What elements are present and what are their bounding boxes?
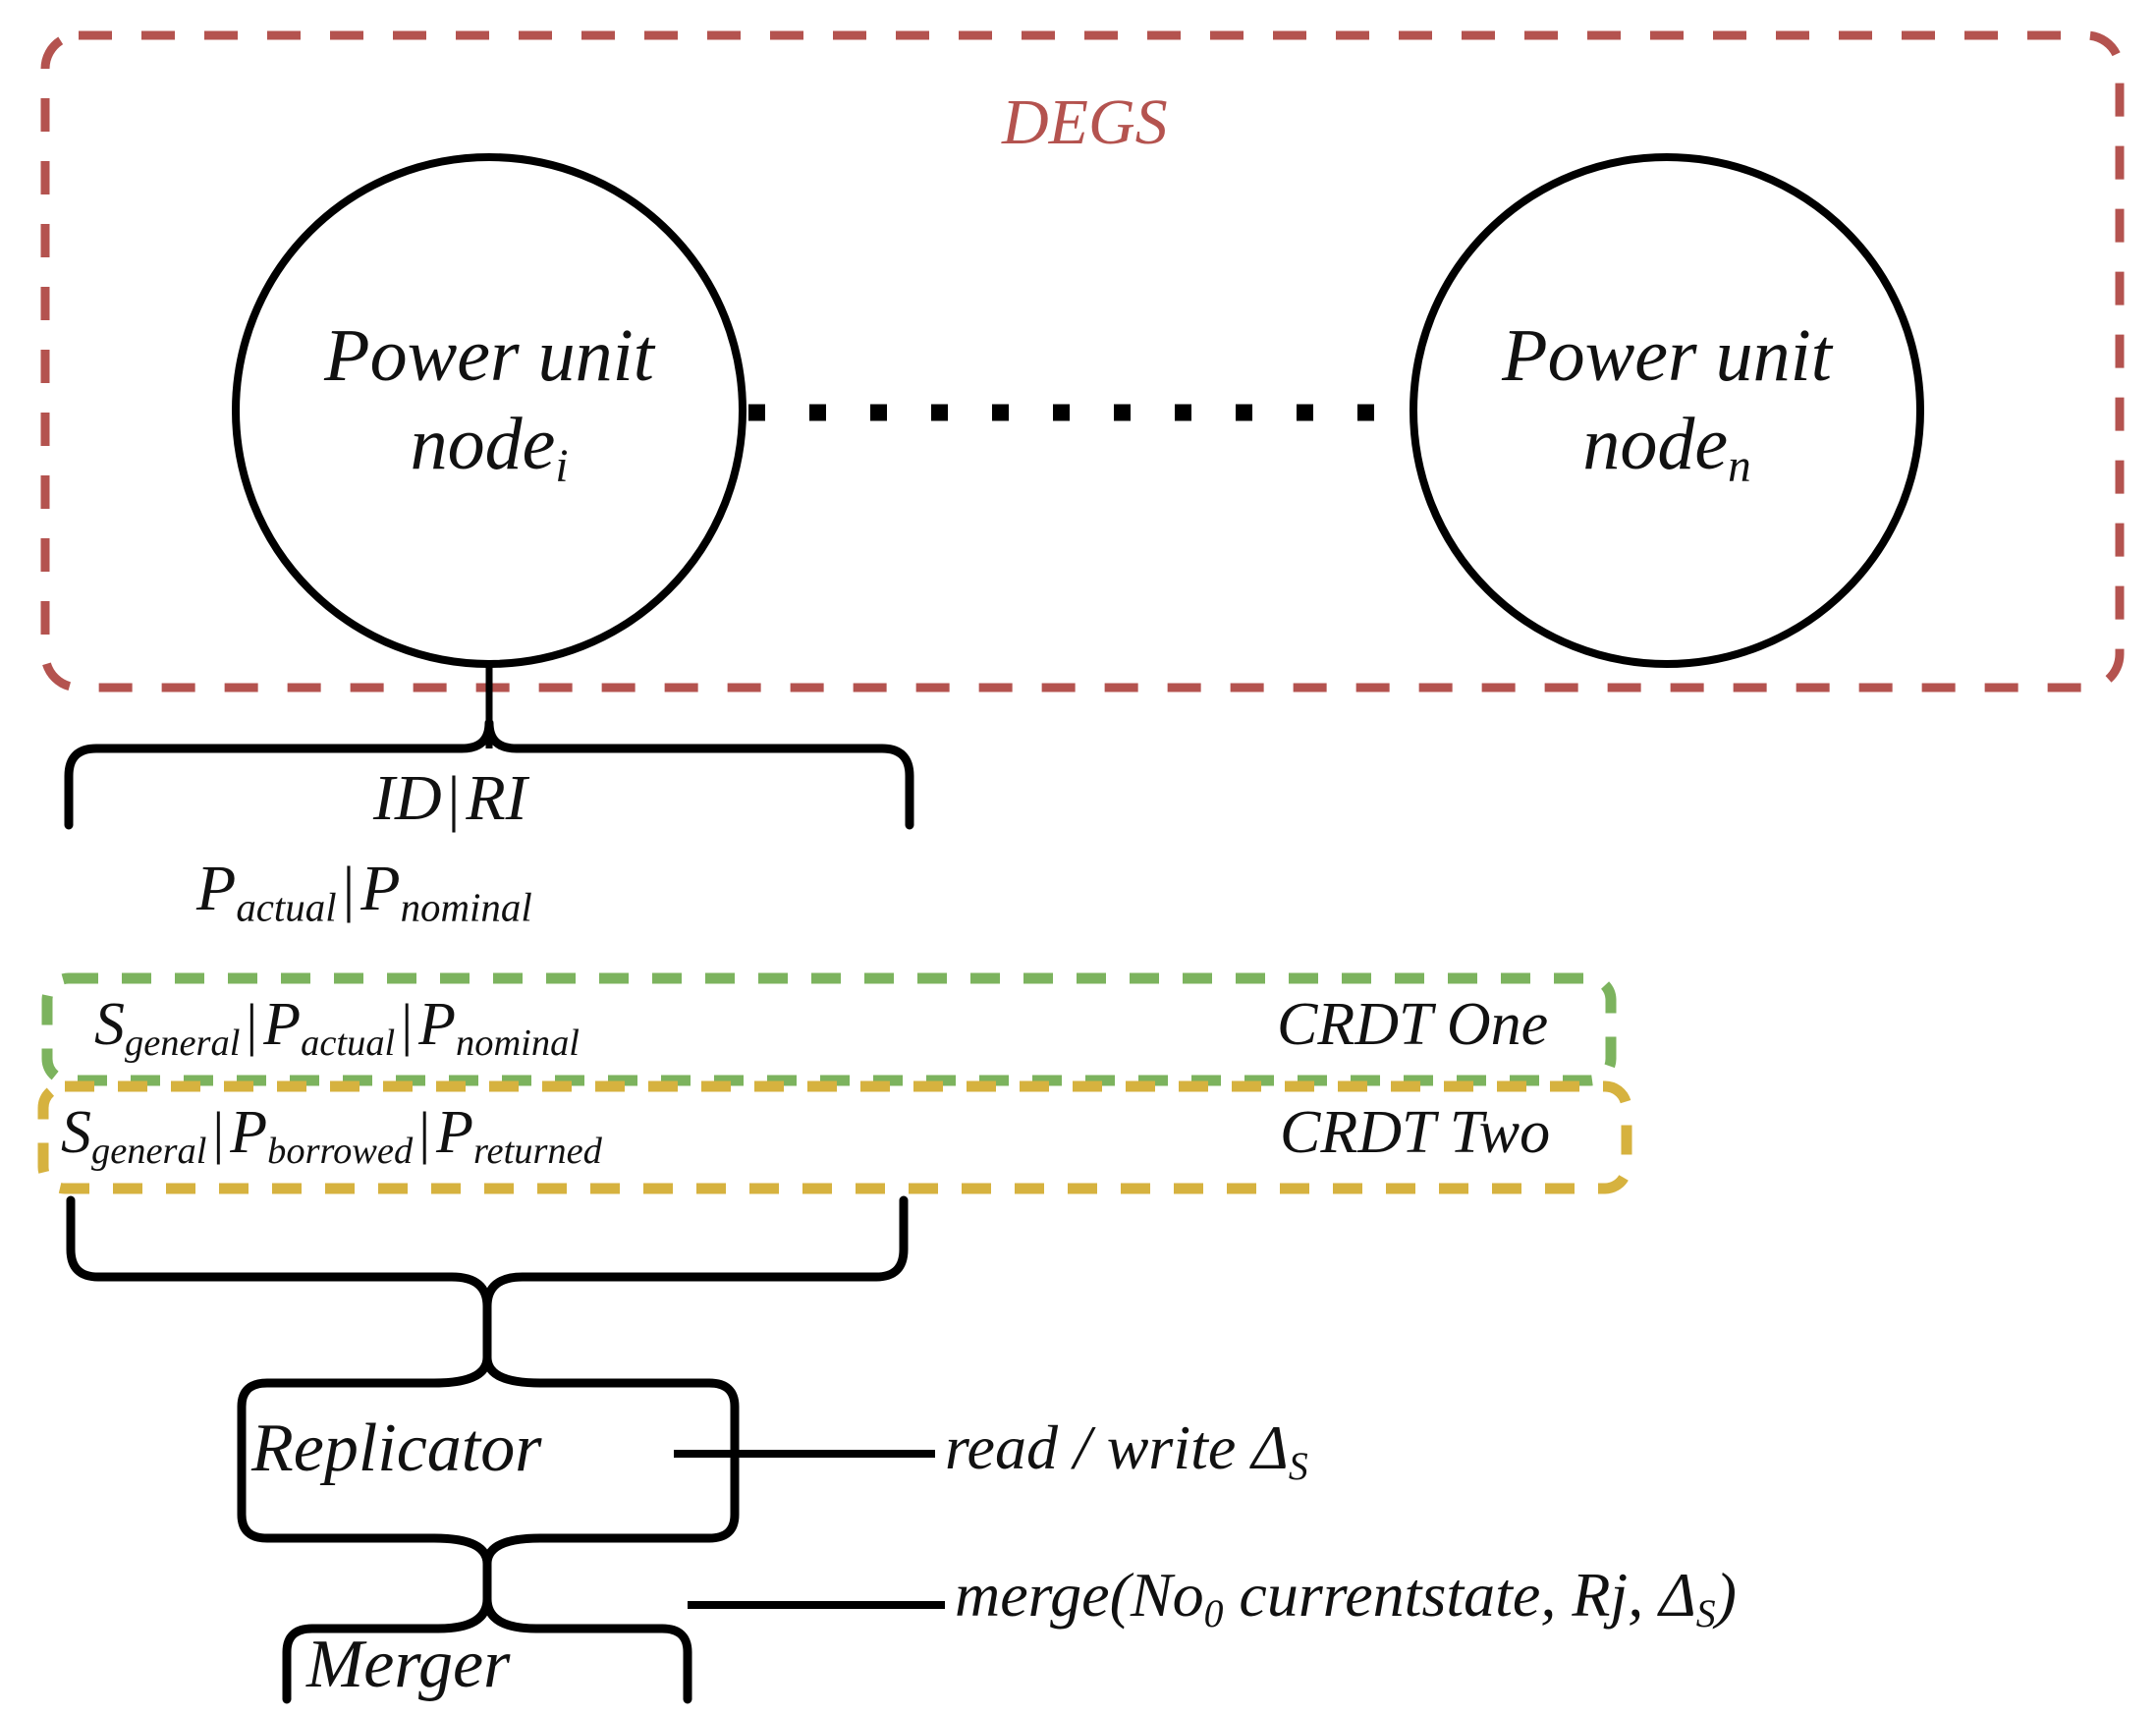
degs-label: DEGS xyxy=(1002,86,1168,158)
node-n-subscript: n xyxy=(1728,440,1751,492)
attr-separator-2: | xyxy=(342,855,356,923)
crdt-one-label: CRDT One xyxy=(1277,991,1549,1058)
crdt-one-field-0-base: S xyxy=(94,991,125,1058)
attr-p-actual-base: P xyxy=(196,853,237,924)
node-i-line2: node xyxy=(410,402,556,485)
merge-suffix: ) xyxy=(1715,1560,1737,1630)
crdt-one-field-1-sub: actual xyxy=(301,1022,396,1064)
merger-label: Merger xyxy=(306,1627,511,1702)
attr-separator-1: | xyxy=(447,764,461,833)
crdt-one-field-2-base: P xyxy=(418,991,457,1058)
merge-middle: currentstate, Rj, xyxy=(1223,1560,1660,1630)
crdt-two-sep-1: | xyxy=(418,1100,431,1165)
crdt-collector-brace xyxy=(66,1195,909,1311)
node-n-label: Power unit noden xyxy=(1411,312,1922,494)
crdt-two-field-2-sub: returned xyxy=(472,1130,602,1172)
node-i-label: Power unit nodei xyxy=(234,312,745,494)
node-attributes-power: Pactual|Pnominal xyxy=(196,857,532,928)
crdt-one-sep-1: | xyxy=(401,992,414,1057)
attr-p-nominal-base: P xyxy=(360,853,401,924)
crdt-one-field-0-sub: general xyxy=(125,1022,241,1064)
crdt-two-field-0-sub: general xyxy=(91,1130,207,1172)
delta-subscript-read-write: S xyxy=(1288,1445,1308,1489)
crdt-two-sep-0: | xyxy=(212,1100,225,1165)
crdt-one-field-1-base: P xyxy=(263,991,302,1058)
replicator-label: Replicator xyxy=(251,1411,542,1486)
delta-symbol-merge: Δ xyxy=(1659,1560,1696,1630)
crdt-one-field-2-sub: nominal xyxy=(456,1022,580,1064)
attr-id: ID xyxy=(373,762,442,834)
crdt-two-fields: Sgeneral|Pborrowed|Preturned xyxy=(61,1102,602,1170)
delta-symbol-read-write: Δ xyxy=(1251,1412,1289,1482)
merge-prefix-subscript: 0 xyxy=(1203,1592,1224,1636)
node-n-line1: Power unit xyxy=(1502,314,1832,397)
node-i-subscript: i xyxy=(555,440,569,492)
crdt-two-field-1-base: P xyxy=(230,1099,268,1166)
node-attributes-idri: ID|RI xyxy=(373,766,527,831)
crdt-two-field-2-base: P xyxy=(436,1099,473,1166)
crdt-two-label: CRDT Two xyxy=(1280,1099,1551,1166)
delta-subscript-merge: S xyxy=(1695,1592,1716,1636)
merge-annotation: merge(No0 currentstate, Rj, ΔS) xyxy=(955,1564,1737,1634)
crdt-one-fields: Sgeneral|Pactual|Pnominal xyxy=(94,994,580,1062)
merge-prefix: merge(No xyxy=(955,1560,1204,1630)
node-n-line2: node xyxy=(1582,402,1729,485)
node-i-line1: Power unit xyxy=(324,314,654,397)
attr-p-nominal-sub: nominal xyxy=(400,885,532,930)
attr-p-actual-sub: actual xyxy=(236,885,337,930)
read-write-prefix: read / write xyxy=(945,1412,1237,1482)
read-write-annotation: read / write ΔS xyxy=(945,1416,1308,1487)
replicator-bottom-brace xyxy=(237,1486,740,1569)
crdt-one-sep-0: | xyxy=(246,992,258,1057)
attr-ri: RI xyxy=(466,762,527,834)
crdt-two-field-1-sub: borrowed xyxy=(267,1130,414,1172)
crdt-two-field-0-base: S xyxy=(61,1099,91,1166)
